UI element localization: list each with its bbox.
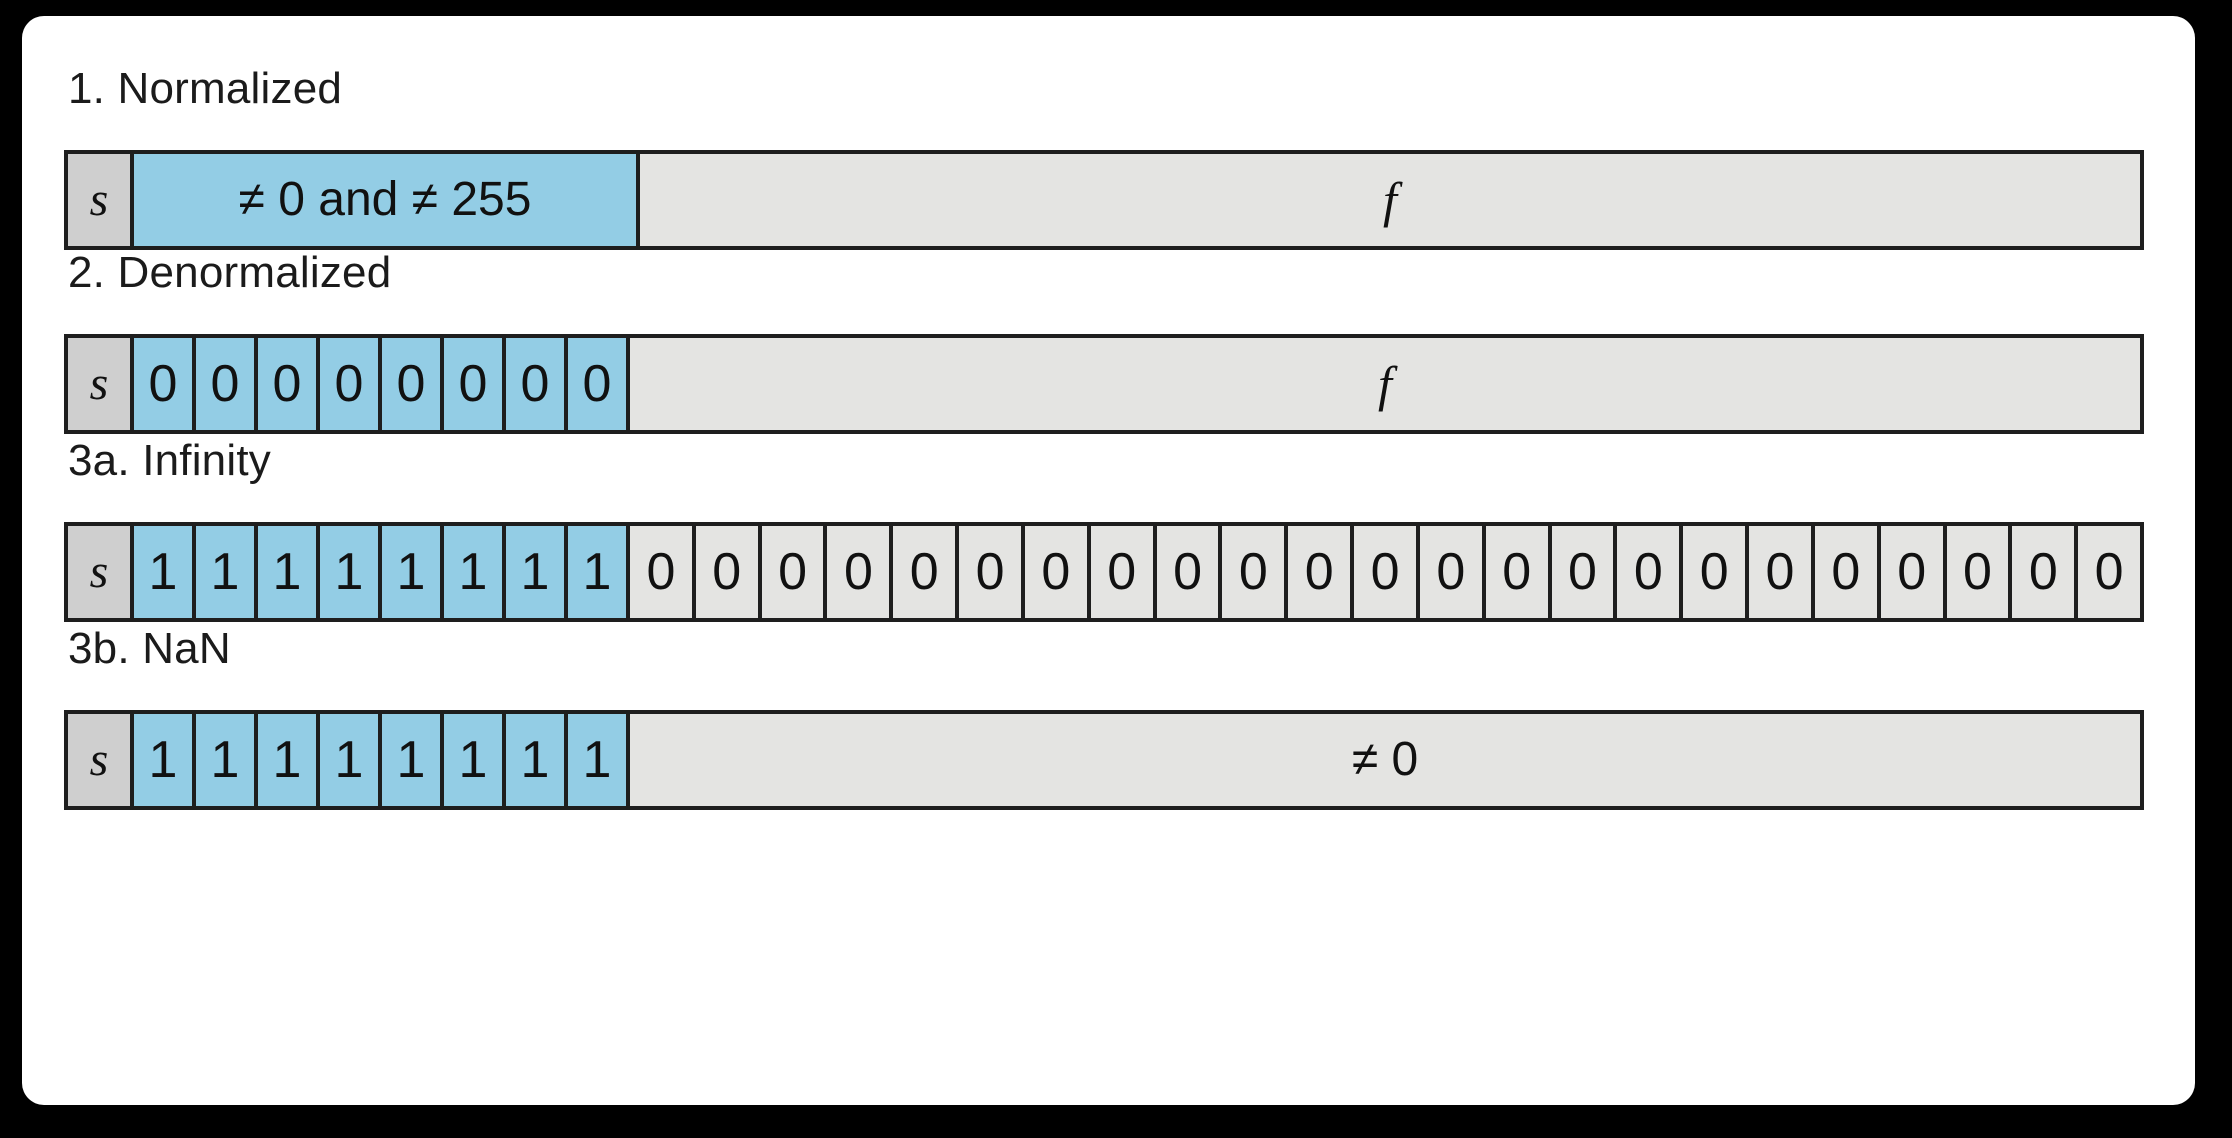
exponent-bit-cell: 0 xyxy=(502,338,564,430)
fraction-bit-cell: 0 xyxy=(2074,526,2141,618)
fraction-bit-cell: 0 xyxy=(1810,526,1877,618)
exponent-bit-cell: 1 xyxy=(440,714,502,806)
exponent-bit-cell: 1 xyxy=(502,714,564,806)
fraction-bit-cell: 0 xyxy=(1481,526,1548,618)
sign-bit-cell: s xyxy=(68,526,130,618)
section-label: 1. Normalized xyxy=(68,64,343,113)
fraction-bit-cell: 0 xyxy=(823,526,890,618)
exponent-bit-cell: 1 xyxy=(378,526,440,618)
fraction-bit-cell: 0 xyxy=(1086,526,1153,618)
fraction-bit-cell: 0 xyxy=(1415,526,1482,618)
section-label: 2. Denormalized xyxy=(68,248,392,297)
sign-bit-cell: s xyxy=(68,338,130,430)
fraction-bit-cell: 0 xyxy=(1020,526,1087,618)
fraction-bit-cell: 0 xyxy=(1613,526,1680,618)
fraction-bit-cell: 0 xyxy=(1547,526,1614,618)
fraction-field-text: ≠ 0 xyxy=(626,714,2140,806)
fraction-bit-cell: 0 xyxy=(1745,526,1811,618)
fraction-bit-cell: 0 xyxy=(691,526,758,618)
fraction-bit-cell: 0 xyxy=(757,526,824,618)
exponent-bit-cell: 0 xyxy=(378,338,440,430)
exponent-bit-cell: 1 xyxy=(316,526,378,618)
exponent-bit-cell: 0 xyxy=(254,338,316,430)
exponent-bit-cell: 1 xyxy=(130,714,192,806)
exponent-bit-cell: 1 xyxy=(254,526,316,618)
sign-bit-cell: s xyxy=(68,154,130,246)
fraction-bit-cell: 0 xyxy=(1152,526,1219,618)
exponent-bit-cell: 0 xyxy=(440,338,502,430)
fraction-bit-cell: 0 xyxy=(955,526,1021,618)
section-label: 3a. Infinity xyxy=(68,436,271,485)
exponent-bit-cell: 1 xyxy=(192,714,254,806)
fraction-bit-cell: 0 xyxy=(1942,526,2009,618)
fraction-bit-cell: 0 xyxy=(1284,526,1351,618)
exponent-bit-cell: 1 xyxy=(316,714,378,806)
fraction-bit-cell: 0 xyxy=(626,526,692,618)
fraction-bit-cell: 0 xyxy=(1218,526,1285,618)
exponent-bit-cell: 0 xyxy=(564,338,626,430)
exponent-bit-cell: 1 xyxy=(502,526,564,618)
exponent-bit-cell: 0 xyxy=(316,338,378,430)
exponent-bit-cell: 1 xyxy=(564,526,626,618)
section-label: 3b. NaN xyxy=(68,624,231,673)
fraction-bit-cell: 0 xyxy=(1876,526,1943,618)
exponent-bit-cell: 1 xyxy=(192,526,254,618)
exponent-bit-cell: 0 xyxy=(192,338,254,430)
sign-bit-cell: s xyxy=(68,714,130,806)
fraction-field-text: f xyxy=(626,338,2140,430)
exponent-bit-cell: 1 xyxy=(378,714,440,806)
fraction-field-text: f xyxy=(636,154,2140,246)
exponent-bit-cell: 1 xyxy=(130,526,192,618)
fraction-bit-cell: 0 xyxy=(2008,526,2075,618)
fraction-bit-cell: 0 xyxy=(1679,526,1746,618)
fraction-bit-cell: 0 xyxy=(1350,526,1416,618)
exponent-bit-cell: 1 xyxy=(440,526,502,618)
exponent-bit-cell: 1 xyxy=(254,714,316,806)
fraction-bit-cell: 0 xyxy=(889,526,956,618)
exponent-field-text: ≠ 0 and ≠ 255 xyxy=(130,154,636,246)
exponent-bit-cell: 0 xyxy=(130,338,192,430)
exponent-bit-cell: 1 xyxy=(564,714,626,806)
